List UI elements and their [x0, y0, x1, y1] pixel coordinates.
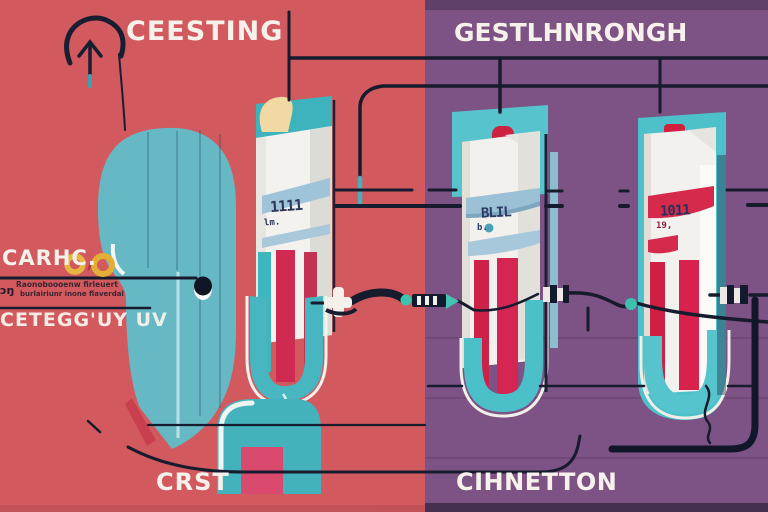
- tube2-bottom-outline: [459, 300, 549, 418]
- tube1-barcode-label: 1111: [269, 195, 303, 217]
- striped-plug-2: [543, 285, 569, 303]
- tube1-subcode-label: lm.: [263, 217, 281, 229]
- hook-arrow-icon: [64, 15, 126, 131]
- right-panel-footer-label: CIHNETTON: [456, 468, 618, 496]
- wire-rail-bent: [358, 84, 768, 182]
- tube2-band-1: [466, 188, 540, 216]
- wire-swoop: [126, 434, 582, 474]
- right-panel-title: GESTLHNRONGH: [454, 18, 688, 47]
- cross-connector-horizontal: [324, 297, 352, 308]
- tube1-cream-blob: [259, 96, 293, 132]
- plug1-stripe: [417, 296, 421, 305]
- teal-wedge: [446, 294, 459, 309]
- specimen-tube-2: [452, 105, 558, 418]
- tube2-stripe-crimson-2: [497, 258, 518, 398]
- wire-tiny-diagonal: [86, 419, 102, 434]
- tube2-subcode-label: b.: [477, 223, 488, 233]
- plug1-stripe: [425, 296, 429, 305]
- tube3-stripe-crimson-2: [679, 260, 699, 390]
- tube1-band-2: [262, 224, 330, 248]
- tube2-right-stripe: [550, 152, 558, 348]
- wire-cable-blob: [348, 288, 407, 305]
- callout-note-line2: burlairiunr inone flaverdal: [20, 290, 124, 298]
- tube2-teal-dot: [484, 223, 494, 233]
- arch-body: [217, 399, 321, 494]
- rings-icon: [64, 253, 115, 277]
- handset-hole: [194, 276, 212, 296]
- left-panel-title: CEESTING: [126, 16, 284, 47]
- callout-heading: CARHC.: [2, 246, 97, 270]
- callout-edge-mark: ɔŋ: [0, 284, 15, 297]
- hook-drop-line: [118, 53, 126, 131]
- tube2-barcode-label: BLIL: [480, 204, 512, 222]
- tube3-fold: [688, 127, 716, 152]
- arch-shape: [217, 399, 321, 494]
- left-panel-footer-label: CRST: [156, 468, 230, 496]
- handset-red-wedge: [125, 398, 156, 446]
- wire-rail-205: [334, 203, 768, 208]
- tube3-red-band-1: [648, 186, 714, 219]
- tube3-right-shadow: [717, 155, 726, 395]
- up-arrow-head: [77, 39, 103, 58]
- tube1-band-1: [262, 178, 330, 214]
- tube3-bottom-outline: [639, 330, 731, 420]
- tube3-red-band-2: [648, 235, 678, 254]
- tube2-band-2: [468, 230, 540, 256]
- connectors: [324, 285, 748, 317]
- wire-lines: [0, 10, 768, 474]
- tube3-subcode-label: 19,: [656, 221, 673, 231]
- callout-note-line1: Raonoboooenw firleuert: [16, 280, 118, 289]
- tube1-stripe-crimson: [276, 250, 295, 382]
- cross-connector-shadow: [325, 307, 358, 316]
- tube2-band-1-edge: [466, 201, 540, 218]
- tube1-bottom-u: [250, 296, 323, 402]
- tube3-bottom-bulb: [644, 330, 725, 414]
- tube3-shade-left: [644, 134, 651, 392]
- handset-highlight: [110, 243, 126, 276]
- wire-s-curve: [703, 384, 712, 445]
- top-border-band: [425, 0, 768, 10]
- wire-thick-corner: [608, 296, 759, 453]
- bottom-border-band: [425, 503, 768, 512]
- teal-node-1: [400, 294, 412, 306]
- arch-highlight: [218, 400, 255, 473]
- tube3-barcode-label: 1011: [659, 202, 691, 220]
- striped-plug-3: [720, 285, 748, 304]
- plug1-stripe: [433, 296, 437, 305]
- hook-arc: [64, 15, 126, 66]
- handset-seams: [147, 130, 221, 416]
- handset-shape: [98, 127, 236, 449]
- teal-node-2: [625, 298, 637, 310]
- specimen-tube-3: [638, 112, 731, 420]
- wire-rail-190: [334, 188, 768, 193]
- tube2-bottom-j: [464, 300, 543, 412]
- bottom-shade-band: [0, 505, 425, 512]
- callout-subheading: CETEGG'UY UV: [0, 309, 168, 331]
- wire-cable-bridge: [472, 292, 540, 312]
- wire-cable-2b: [634, 301, 768, 324]
